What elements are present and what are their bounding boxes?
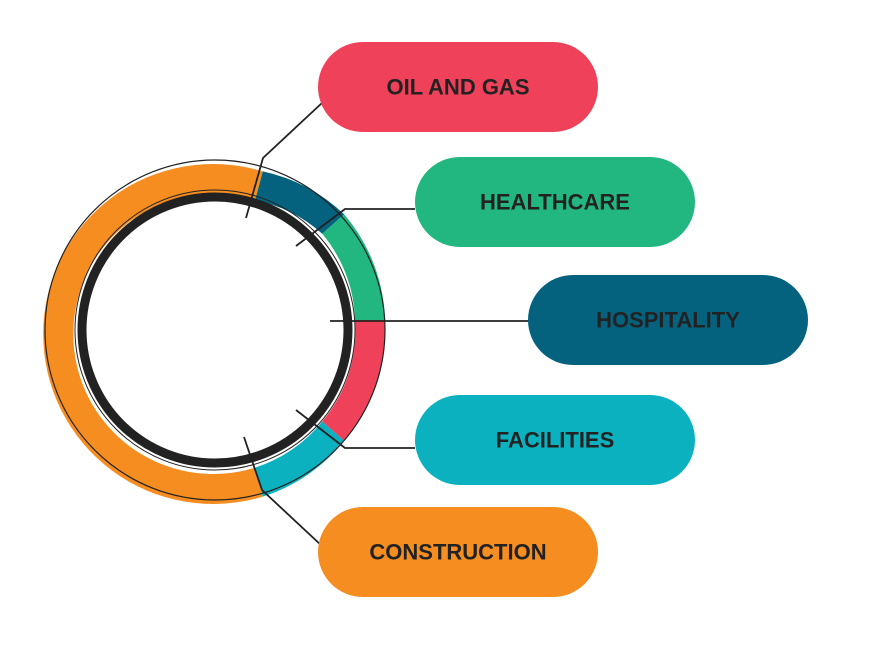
- pill-construction-label: CONSTRUCTION: [369, 540, 546, 565]
- label-pills: OIL AND GAS HEALTHCARE HOSPITALITY FACIL…: [318, 42, 808, 597]
- pill-oil-and-gas-bg: [318, 42, 598, 132]
- ring-inner-outline: [74, 189, 356, 471]
- pill-healthcare-bg: [415, 157, 695, 247]
- connector-oil-and-gas: [245, 101, 324, 219]
- pill-oil-and-gas-label: OIL AND GAS: [386, 75, 529, 100]
- inner-circle: [77, 192, 353, 468]
- pill-facilities: FACILITIES: [415, 395, 695, 485]
- pill-construction: CONSTRUCTION: [318, 507, 598, 597]
- connector-construction: [243, 436, 323, 547]
- ring-segment-construction: [43, 164, 263, 504]
- pill-healthcare-label: HEALTHCARE: [480, 190, 630, 215]
- connector-healthcare: [295, 208, 415, 247]
- pill-facilities-bg: [415, 395, 695, 485]
- ring-segment-facilities: [255, 421, 345, 497]
- ring-outer-outline: [44, 159, 386, 501]
- pill-oil-and-gas: OIL AND GAS: [318, 42, 598, 132]
- connectors: [243, 101, 530, 547]
- pill-facilities-label: FACILITIES: [496, 428, 615, 453]
- pill-hospitality-label: HOSPITALITY: [596, 308, 740, 333]
- pill-construction-bg: [318, 507, 598, 597]
- ring: [43, 159, 386, 504]
- ring-segment-hospitality: [255, 171, 345, 234]
- connector-facilities: [295, 409, 415, 449]
- pill-hospitality-bg: [528, 275, 808, 365]
- pill-hospitality: HOSPITALITY: [528, 275, 808, 365]
- ring-segment-oil-and-gas: [322, 320, 386, 441]
- ring-segment-healthcare: [322, 214, 385, 320]
- pill-healthcare: HEALTHCARE: [415, 157, 695, 247]
